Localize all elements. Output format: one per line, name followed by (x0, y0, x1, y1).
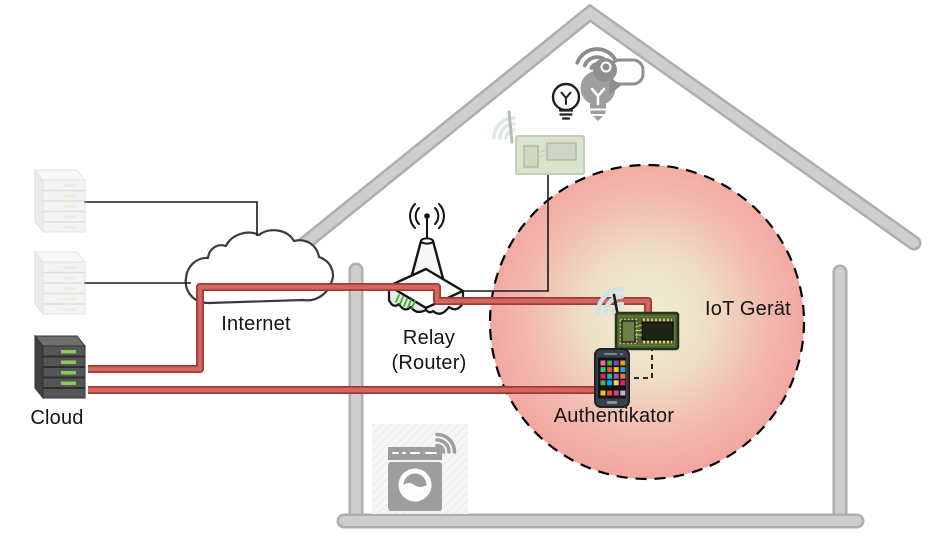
relay-label-line1: Relay (402, 327, 456, 349)
phone-app-grid (600, 360, 626, 396)
dashed-link-authenticator-iot (625, 350, 653, 379)
cloud-label: Cloud (30, 407, 84, 429)
iot-device-label: IoT Gerät (705, 298, 791, 320)
line-router-ghostboard (450, 175, 549, 292)
antenna-signal-icon (409, 203, 445, 244)
relay-label: Relay (Router) (375, 326, 483, 376)
iot-board-icon (595, 286, 680, 351)
line-server1-internet (84, 201, 258, 236)
smart-bulb-icon (551, 47, 645, 121)
washing-machine-icon (372, 424, 468, 514)
iot-board-ghost-icon (492, 110, 585, 175)
server-icon (33, 250, 87, 316)
cloud-server-icon (33, 334, 87, 400)
smartphone-icon (594, 348, 630, 408)
internet-label: Internet (221, 313, 291, 335)
plain-connection-lines (84, 175, 549, 292)
secure-connection-lines (88, 283, 652, 394)
relay-label-line2: (Router) (391, 352, 467, 374)
house-outline (275, 3, 922, 529)
server-icon (33, 168, 87, 234)
authenticator-label: Authentikator (553, 405, 675, 427)
